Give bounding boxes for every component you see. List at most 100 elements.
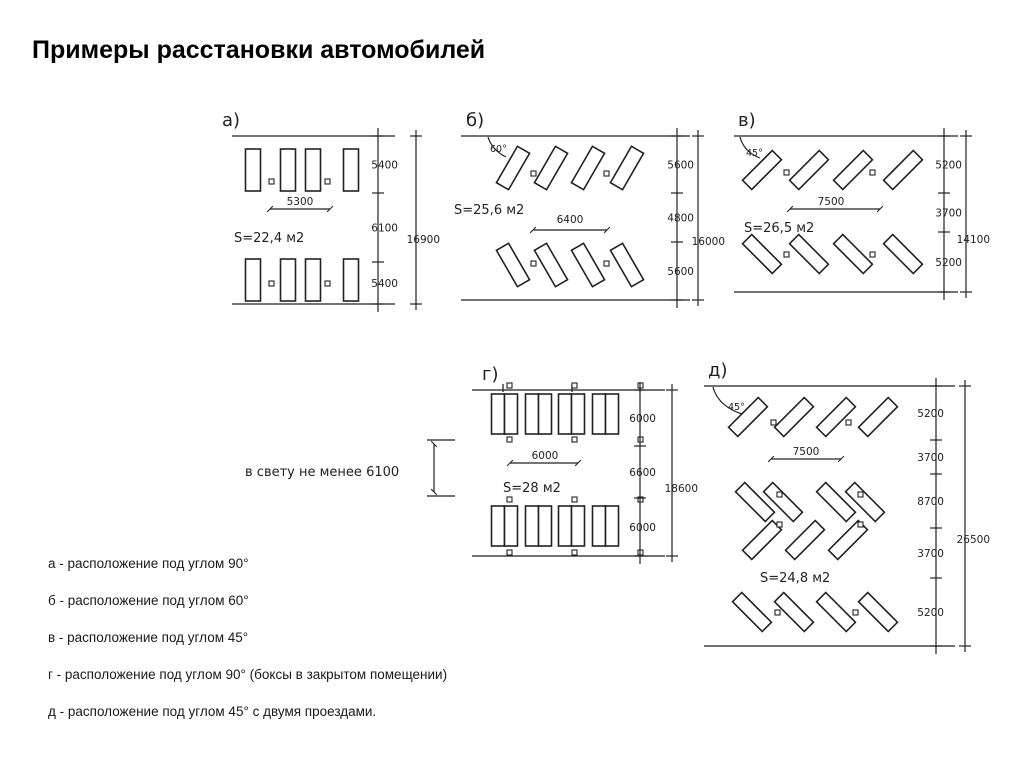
car-outline [857, 396, 899, 438]
car-outline [304, 148, 322, 192]
column-marker [770, 419, 777, 426]
car-outline [741, 519, 783, 561]
column-marker [506, 496, 513, 503]
car-outline [591, 393, 607, 435]
car-outline [503, 393, 519, 435]
car-outline [490, 393, 506, 435]
spacing-label: 6400 [557, 214, 584, 226]
car-outline [570, 393, 586, 435]
area-label: S=22,4 м2 [234, 231, 304, 246]
car-outline [570, 242, 606, 288]
spacing-label: 6000 [532, 450, 559, 462]
car-outline [727, 396, 769, 438]
car-outline [815, 396, 857, 438]
column-marker [857, 521, 864, 528]
column-marker [506, 549, 513, 556]
car-outline [857, 591, 899, 633]
column-marker [571, 549, 578, 556]
car-outline [557, 505, 573, 547]
area-label: S=24,8 м2 [760, 571, 830, 586]
dimension-label: 5200 [935, 160, 962, 172]
scheme-label: а) [222, 110, 240, 131]
car-outline [882, 149, 924, 191]
dimension-label: 6600 [629, 467, 656, 479]
car-outline [734, 481, 776, 523]
car-outline [537, 505, 553, 547]
car-outline [844, 481, 886, 523]
legend-item-b: б - расположение под углом 60° [48, 593, 249, 608]
legend: а - расположение под углом 90° б - распо… [48, 556, 447, 741]
clearance-note: в свету не менее 6100 [245, 465, 399, 480]
car-outline [591, 505, 607, 547]
dimension-label: 5400 [371, 278, 398, 290]
column-marker [571, 436, 578, 443]
column-marker [845, 419, 852, 426]
angle-arc [487, 136, 507, 158]
column-marker [603, 170, 610, 177]
car-outline [533, 242, 569, 288]
column-marker [852, 609, 859, 616]
dimension-label: 3700 [917, 452, 944, 464]
dimension-label: 5200 [935, 257, 962, 269]
car-outline [773, 591, 815, 633]
car-outline [788, 149, 830, 191]
column-marker [324, 280, 331, 287]
car-outline [524, 505, 540, 547]
column-marker [776, 521, 783, 528]
car-outline [815, 591, 857, 633]
area-label: S=28 м2 [503, 481, 561, 496]
car-outline [604, 393, 620, 435]
scheme-label: б) [466, 110, 484, 131]
car-outline [609, 145, 645, 191]
column-marker [869, 251, 876, 258]
car-outline [244, 258, 262, 302]
car-outline [503, 505, 519, 547]
angle-arc [712, 386, 743, 415]
dimension-label: 8700 [917, 496, 944, 508]
car-outline [279, 258, 297, 302]
car-outline [604, 505, 620, 547]
dimension-label: 5400 [371, 160, 398, 172]
dimension-label: 6100 [371, 223, 398, 235]
spacing-label: 5300 [287, 196, 314, 208]
legend-item-g: г - расположение под углом 90° (боксы в … [48, 667, 448, 682]
car-outline [741, 149, 783, 191]
car-outline [731, 591, 773, 633]
car-outline [279, 148, 297, 192]
car-outline [882, 233, 924, 275]
column-marker [530, 170, 537, 177]
dimension-label: 5200 [917, 607, 944, 619]
dimension-label: 5200 [917, 408, 944, 420]
car-outline [495, 242, 531, 288]
car-outline [832, 149, 874, 191]
scheme-label: д) [708, 360, 727, 381]
total-dimension: 16000 [692, 236, 725, 248]
car-outline [784, 519, 826, 561]
dimension-label: 5600 [667, 266, 694, 278]
car-outline [609, 242, 645, 288]
column-marker [506, 436, 513, 443]
scheme-label: г) [482, 364, 498, 385]
car-outline [244, 148, 262, 192]
column-marker [571, 496, 578, 503]
dimension-label: 3700 [917, 548, 944, 560]
column-marker [324, 178, 331, 185]
total-dimension: 26500 [957, 534, 990, 546]
column-marker [783, 251, 790, 258]
car-outline [815, 481, 857, 523]
column-marker [776, 491, 783, 498]
car-outline [570, 145, 606, 191]
spacing-label: 7500 [793, 446, 820, 458]
area-label: S=26,5 м2 [744, 221, 814, 236]
column-marker [530, 260, 537, 267]
legend-item-d: д - расположение под углом 45° с двумя п… [48, 704, 377, 719]
column-marker [783, 169, 790, 176]
car-outline [342, 258, 360, 302]
car-outline [762, 481, 804, 523]
legend-item-v: в - расположение под углом 45° [48, 630, 249, 645]
angle-arc [739, 136, 761, 159]
